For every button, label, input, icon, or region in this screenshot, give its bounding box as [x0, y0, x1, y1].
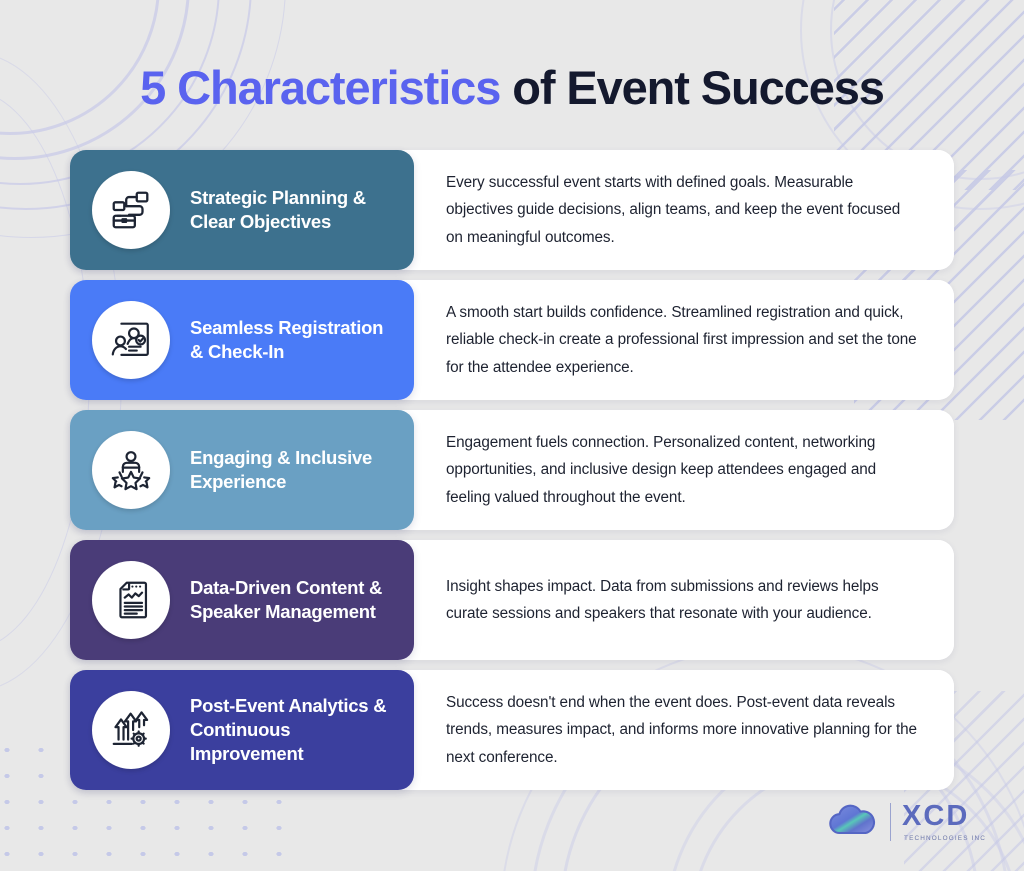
list-item[interactable]: Post-Event Analytics & Continuous Improv… [70, 670, 954, 790]
cloud-icon [825, 800, 879, 843]
logo-text: XCD TECHNOLOGIES INC [902, 799, 986, 842]
list-item[interactable]: Engaging & Inclusive Experience Engageme… [70, 410, 954, 530]
card-description: Engagement fuels connection. Personalize… [446, 434, 877, 506]
characteristics-list: Strategic Planning & Clear Objectives Ev… [70, 150, 954, 800]
card-body-panel: Every successful event starts with defin… [414, 150, 954, 270]
card-header-panel: Seamless Registration & Check-In [70, 280, 414, 400]
page-title: 5 Characteristics of Event Success [0, 62, 1024, 114]
card-description: Insight shapes impact. Data from submiss… [446, 577, 879, 622]
card-description: Success doesn't end when the event does.… [446, 694, 917, 766]
page-title-rest: of Event Success [500, 61, 885, 114]
card-header-panel: Engaging & Inclusive Experience [70, 410, 414, 530]
card-title: Data-Driven Content & Speaker Management [190, 577, 383, 622]
card-header-panel: Strategic Planning & Clear Objectives [70, 150, 414, 270]
card-header-panel: Post-Event Analytics & Continuous Improv… [70, 670, 414, 790]
card-header-panel: Data-Driven Content & Speaker Management [70, 540, 414, 660]
card-description: A smooth start builds confidence. Stream… [446, 304, 917, 376]
logo-subtitle: TECHNOLOGIES INC [904, 834, 986, 842]
logo-wordmark: XCD [902, 799, 970, 832]
card-title: Post-Event Analytics & Continuous Improv… [190, 695, 387, 764]
list-item[interactable]: Data-Driven Content & Speaker Management… [70, 540, 954, 660]
card-title: Strategic Planning & Clear Objectives [190, 187, 366, 232]
card-description: Every successful event starts with defin… [446, 174, 901, 246]
list-item[interactable]: Seamless Registration & Check-In A smoot… [70, 280, 954, 400]
document-chart-icon [92, 561, 170, 639]
person-stars-icon [92, 431, 170, 509]
card-body-panel: Success doesn't end when the event does.… [414, 670, 954, 790]
flowchart-briefcase-icon [92, 171, 170, 249]
growth-arrows-gear-icon [92, 691, 170, 769]
brand-logo: XCD TECHNOLOGIES INC [825, 800, 986, 843]
card-body-panel: Insight shapes impact. Data from submiss… [414, 540, 954, 660]
registration-badge-icon [92, 301, 170, 379]
logo-divider [889, 802, 892, 841]
card-title: Engaging & Inclusive Experience [190, 447, 373, 492]
card-title: Seamless Registration & Check-In [190, 317, 384, 362]
card-body-panel: Engagement fuels connection. Personalize… [414, 410, 954, 530]
page-title-accent: 5 Characteristics [140, 61, 501, 114]
list-item[interactable]: Strategic Planning & Clear Objectives Ev… [70, 150, 954, 270]
card-body-panel: A smooth start builds confidence. Stream… [414, 280, 954, 400]
